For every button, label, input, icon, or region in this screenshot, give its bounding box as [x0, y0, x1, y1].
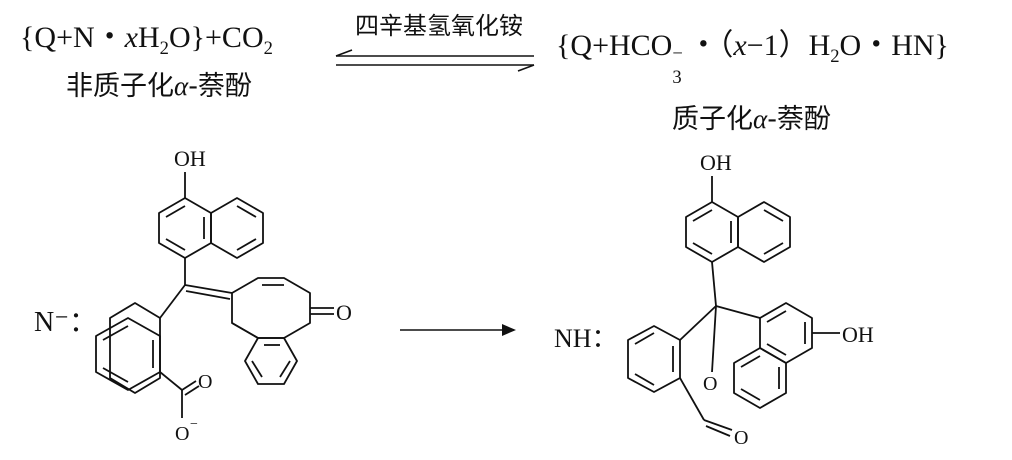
- right-caption-pre: 质子化: [672, 104, 753, 135]
- reverse-arrow-head: [335, 49, 353, 57]
- right-caption-alpha: α: [753, 104, 768, 134]
- right-top-oh-label: OH: [700, 150, 732, 175]
- right-structure-label: NH：: [554, 324, 618, 353]
- left-close: O}+CO: [168, 21, 264, 54]
- right-close: O・HN}: [839, 29, 949, 62]
- co2-sub: 2: [263, 38, 273, 59]
- right-lower-ring-b: [733, 347, 787, 409]
- left-top-ring-b: [210, 197, 264, 259]
- right-open: {Q+HCO: [556, 29, 673, 62]
- left-carboxyl-o: O: [198, 371, 212, 393]
- left-x: x: [124, 21, 138, 54]
- forward-arrow-head: [517, 64, 535, 72]
- equation-right: {Q+HCO− 3 ・（x−1）H2O・HN}: [556, 20, 949, 88]
- right-caption-post: -萘酚: [767, 104, 831, 135]
- right-h2-sub: 2: [830, 46, 840, 67]
- left-carboxylate-minus: −: [190, 417, 198, 432]
- equilibrium-arrows: [335, 49, 535, 72]
- right-benzo-ring: [627, 325, 681, 393]
- left-benzoate-ring: [109, 302, 161, 394]
- left-h2-sub: 2: [159, 38, 169, 59]
- left-caption-alpha: α: [174, 71, 189, 101]
- reaction-arrow: [400, 324, 516, 336]
- equation-left: {Q+N・xH2O}+CO2: [20, 12, 273, 60]
- right-dot: ・（: [688, 29, 734, 62]
- right-caption: 质子化α-萘酚: [672, 97, 831, 136]
- right-carbonyl-o-label: O: [734, 427, 748, 449]
- catalyst-label: 四辛基氢氧化铵: [355, 12, 523, 40]
- hco3-sup: −: [672, 43, 683, 64]
- right-minus1: −1）H: [746, 29, 831, 62]
- left-carboxylate-o: O: [175, 423, 189, 445]
- left-open: {Q+N・: [20, 21, 125, 54]
- left-structure-label: N⁻：: [34, 307, 98, 338]
- right-ring-o-label: O: [703, 373, 717, 395]
- left-ketone-o: O: [336, 300, 352, 325]
- left-lower-ring: [244, 337, 298, 385]
- hco3-sub: 3: [672, 67, 682, 88]
- left-caption: 非质子化α-萘酚: [66, 64, 252, 103]
- left-oh-label: OH: [174, 146, 206, 171]
- left-caption-post: -萘酚: [188, 71, 252, 102]
- right-top-ring-b: [737, 201, 791, 263]
- right-lower-oh-label: OH: [842, 322, 874, 347]
- right-x: x: [733, 29, 747, 62]
- left-caption-pre: 非质子化: [66, 71, 174, 102]
- left-h: H: [137, 21, 160, 54]
